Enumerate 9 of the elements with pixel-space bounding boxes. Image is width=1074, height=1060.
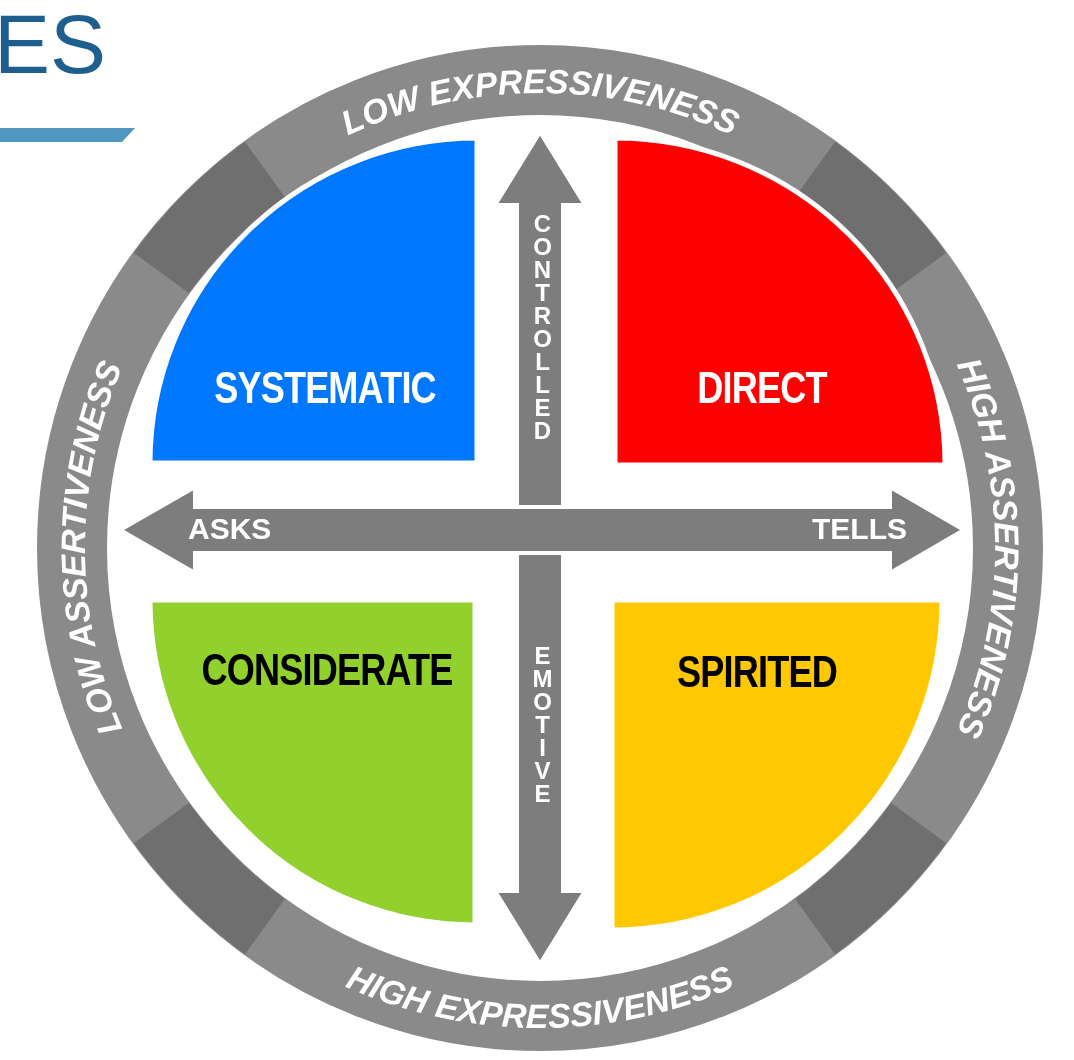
quadrant-label: DIRECT — [697, 363, 827, 413]
quadrant-label: SYSTEMATIC — [214, 363, 436, 413]
quadrant-label: CONSIDERATE — [201, 645, 453, 695]
axis-label: TELLS — [812, 512, 907, 546]
axis-label: CONTROLLED — [528, 210, 556, 440]
axis-label: EMOTIVE — [528, 642, 556, 803]
axis-label: ASKS — [188, 512, 272, 546]
title: ES — [0, 0, 107, 93]
quadrant-label: SPIRITED — [677, 647, 837, 697]
